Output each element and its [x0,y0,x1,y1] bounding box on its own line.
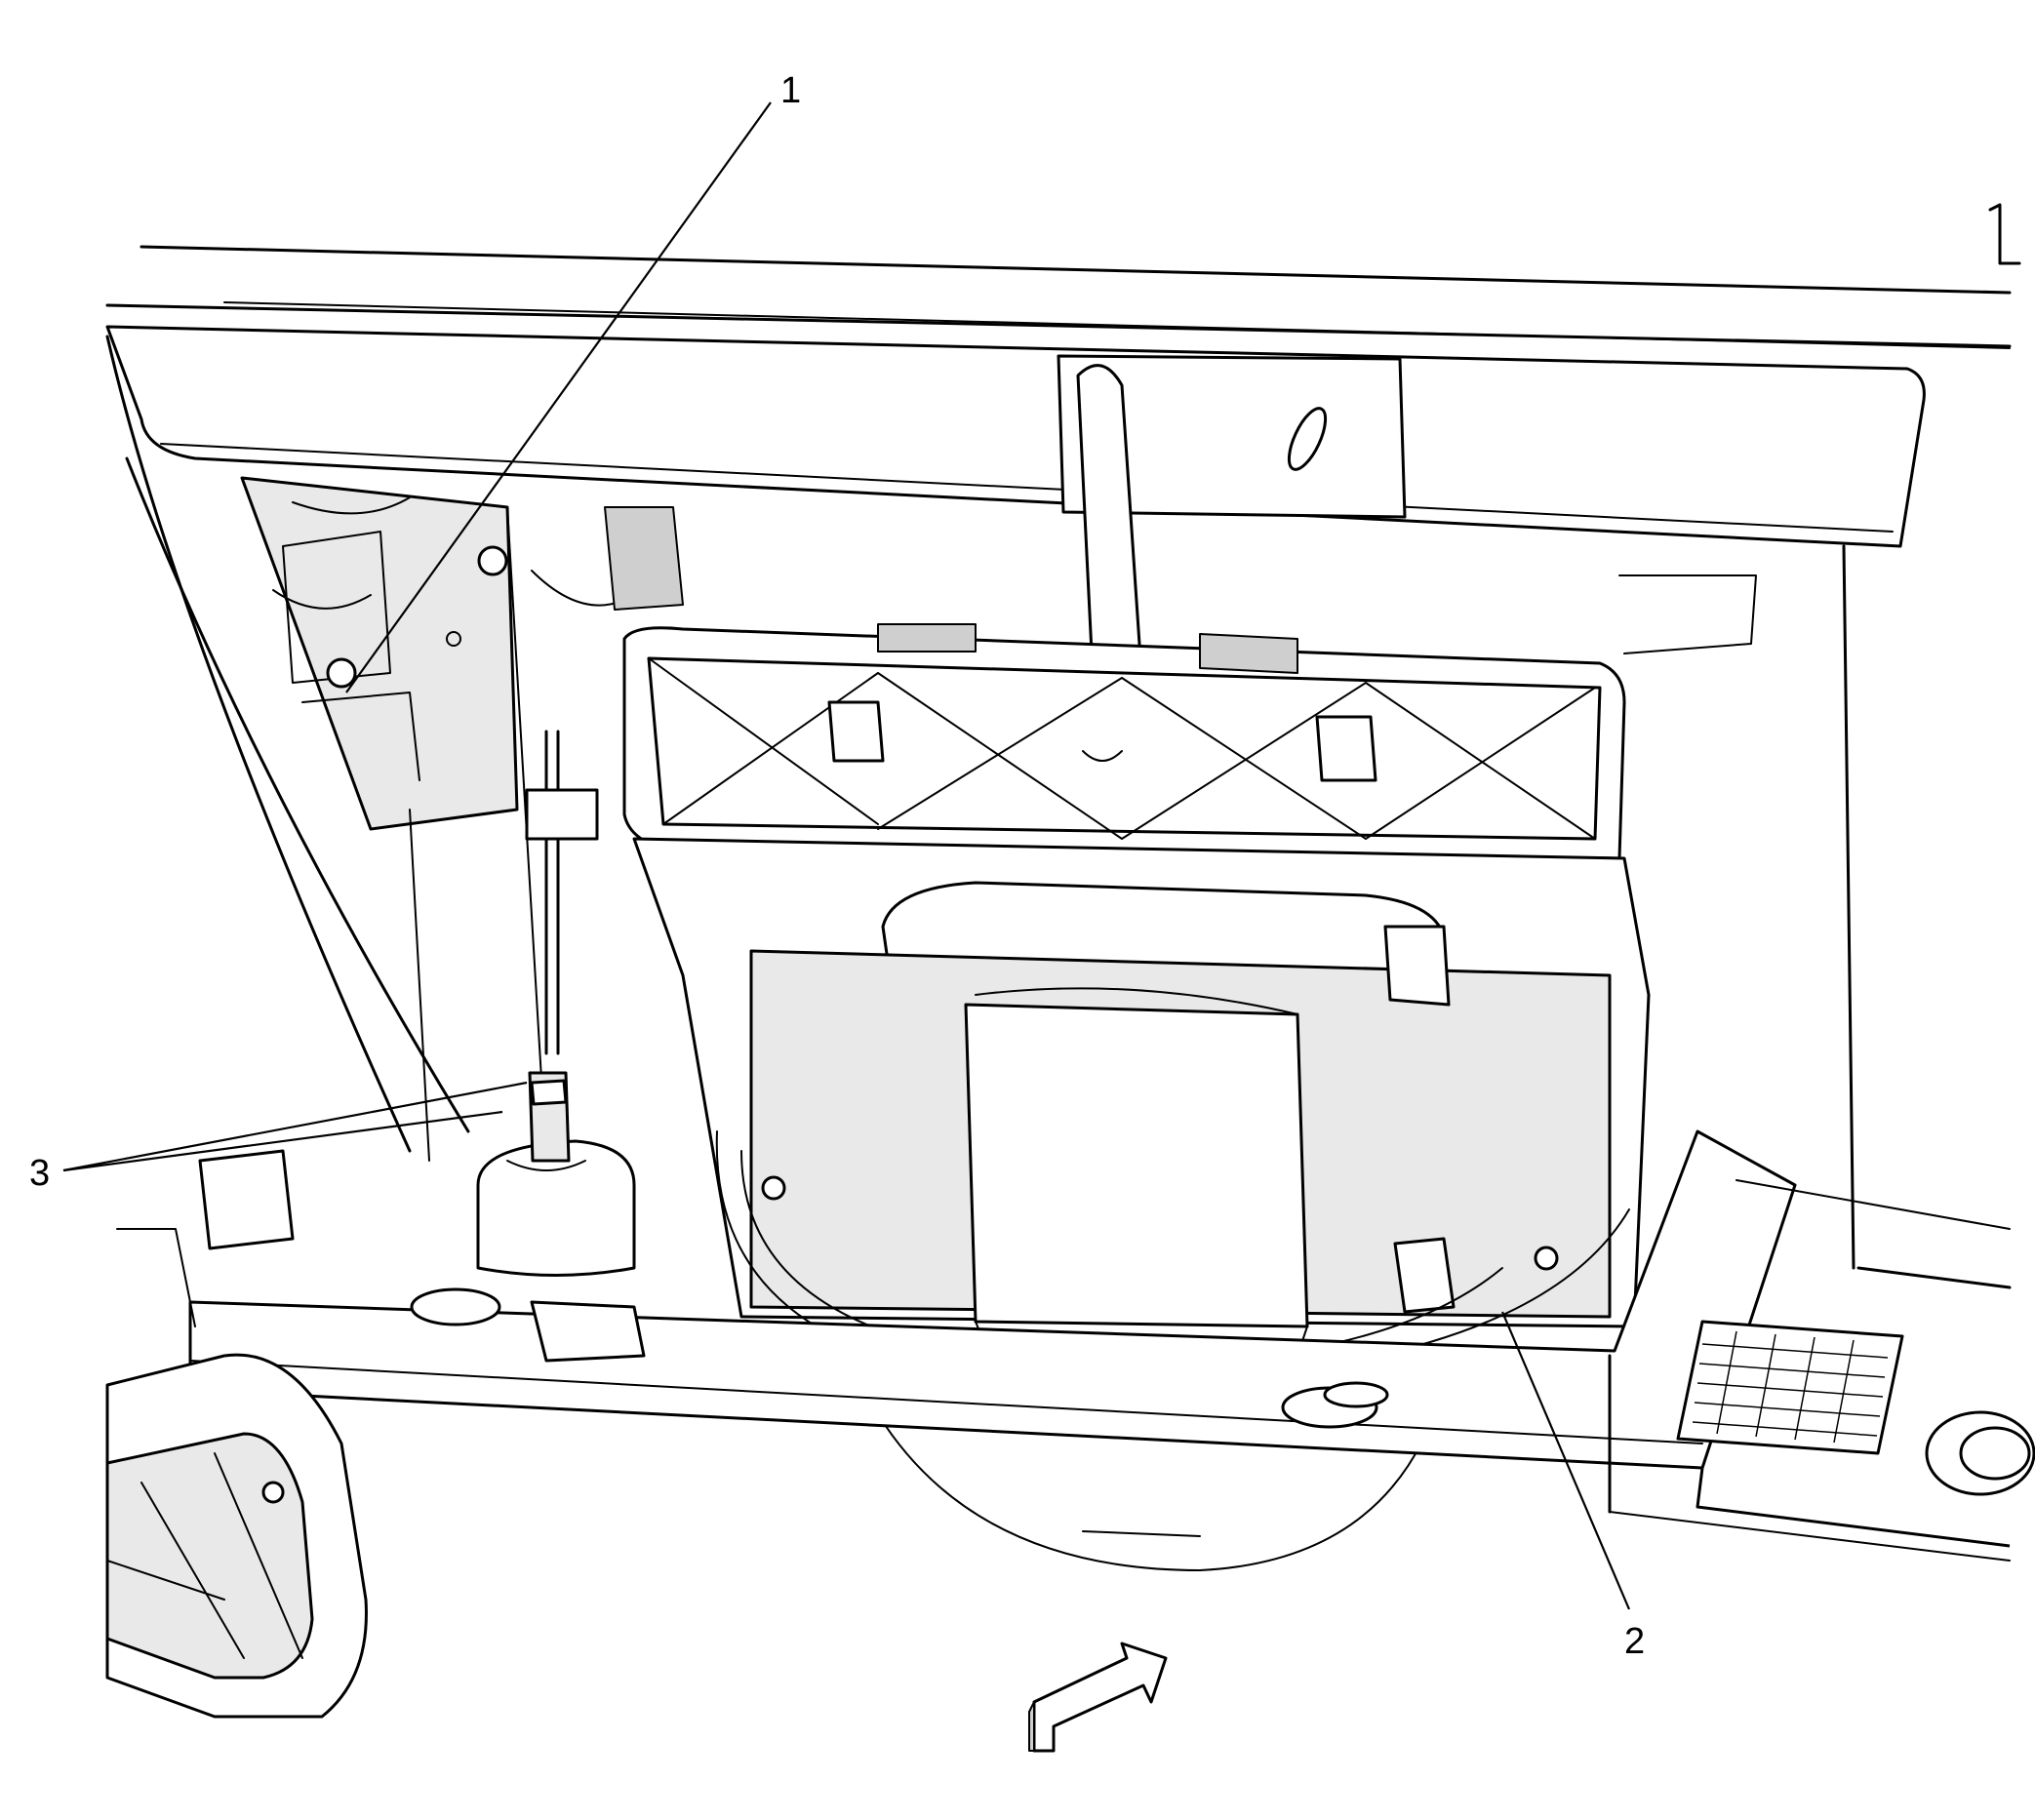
housing-floor [188,1129,1797,1514]
leader-line-2 [1500,1311,1631,1610]
actuator-rod [525,730,599,1055]
filter-housing-top [622,354,1757,860]
instruction-label-icon [1676,1320,1904,1455]
leader-line-3a [62,1081,528,1172]
callout-label-2: 2 [1624,1621,1645,1662]
blower-case [632,837,1651,1357]
upper-instrument-panel [105,203,2021,548]
mounting-screw [476,1071,636,1277]
callout-label-3: 3 [29,1153,50,1194]
callout-leaders [62,101,1631,1610]
leader-line-1 [345,101,772,693]
lower-left-vent [105,1149,368,1719]
left-side-panel [105,335,684,1162]
callout-label-1: 1 [780,70,801,111]
right-side-panel [1609,544,2035,1562]
leader-line-3b [62,1110,503,1172]
forward-arrow-icon [1028,1642,1168,1753]
